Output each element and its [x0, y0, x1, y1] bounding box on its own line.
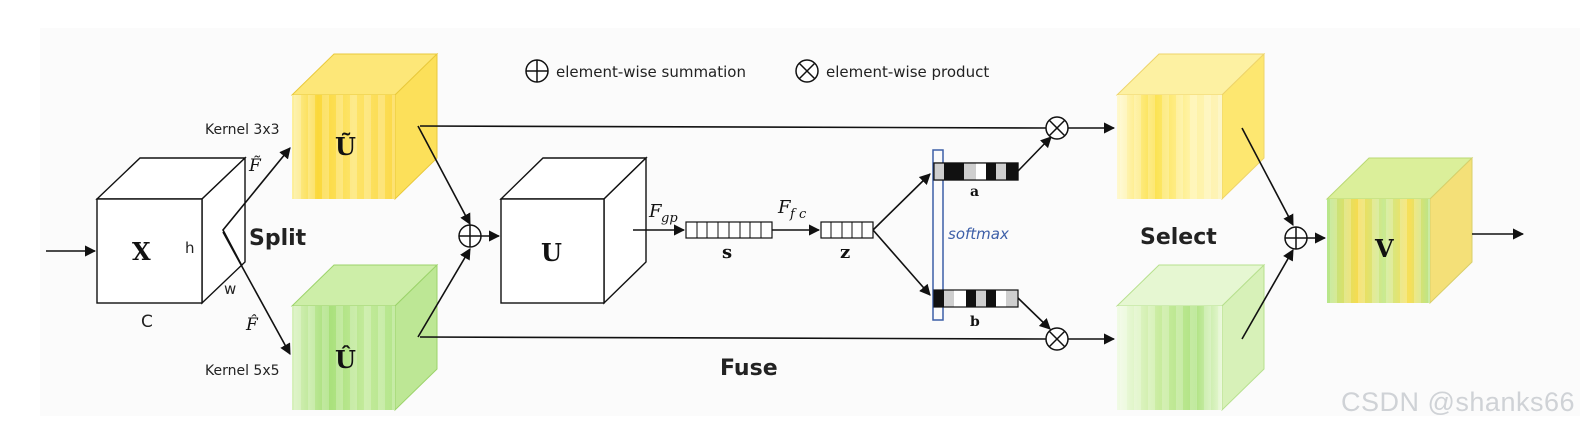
fuse-arrow-top — [417, 125, 471, 225]
v-label: V — [1374, 234, 1394, 263]
watermark: CSDN @shanks66 — [1341, 387, 1575, 417]
split-arrow-bottom — [222, 231, 291, 355]
select-top-to-sum-arrow — [1241, 127, 1294, 226]
u-hat-label: Û — [335, 345, 356, 374]
x-label: X — [132, 237, 151, 266]
f-gp-label: F — [648, 201, 663, 222]
u-hat-to-product-line — [419, 336, 1047, 340]
cube-select-bottom — [1115, 263, 1266, 412]
x-w-label: w — [224, 280, 236, 298]
cube-v — [1325, 156, 1474, 305]
f-tilde-label: F̃ — [248, 156, 262, 176]
u-label: U — [541, 238, 562, 267]
kernel-top-label: Kernel 3x3 — [205, 122, 280, 138]
f-fc-label: F — [777, 197, 792, 218]
sum-icon — [525, 59, 549, 83]
split-label: Split — [249, 226, 307, 251]
softmax-label: softmax — [948, 225, 1009, 243]
a-label: a — [970, 184, 979, 200]
sum-node-select — [1284, 226, 1308, 250]
product-icon — [795, 59, 819, 83]
z-vector — [820, 221, 874, 239]
u-tilde-label: Ũ — [335, 132, 356, 161]
b-vector — [933, 289, 1019, 308]
product-node-top — [1045, 116, 1069, 140]
s-label: s — [722, 242, 732, 263]
b-label: b — [970, 314, 980, 330]
cube-u-hat — [290, 263, 439, 412]
z-label: z — [840, 242, 850, 263]
u-tilde-to-product-line — [419, 125, 1047, 129]
x-h-label: h — [185, 239, 195, 257]
select-label: Select — [1140, 225, 1217, 250]
x-c-label: C — [141, 312, 153, 332]
fuse-label: Fuse — [720, 356, 778, 381]
cube-select-top — [1115, 52, 1266, 201]
z-to-b-arrow — [872, 229, 931, 296]
kernel-bottom-label: Kernel 5x5 — [205, 363, 280, 379]
f-gp-sub-label: gp — [661, 211, 678, 226]
legend-product-label: element-wise product — [826, 63, 989, 81]
product-node-bottom — [1045, 327, 1069, 351]
legend: element-wise summation element-wise prod… — [525, 59, 989, 83]
legend-sum-label: element-wise summation — [556, 63, 746, 81]
b-to-product-arrow — [1017, 297, 1051, 330]
cube-u-tilde — [290, 52, 439, 201]
fuse-arrow-bottom — [417, 248, 471, 338]
softmax-box — [932, 149, 944, 321]
cube-u — [499, 156, 648, 305]
f-hat-label: F̂ — [245, 315, 259, 335]
a-to-product-arrow — [1017, 136, 1052, 172]
sum-node-fuse — [458, 224, 482, 248]
f-fc-sub-label: f c — [789, 207, 807, 222]
z-to-a-arrow — [872, 173, 931, 231]
select-bottom-to-sum-arrow — [1241, 249, 1294, 340]
a-vector — [933, 162, 1019, 181]
s-vector — [685, 221, 773, 239]
